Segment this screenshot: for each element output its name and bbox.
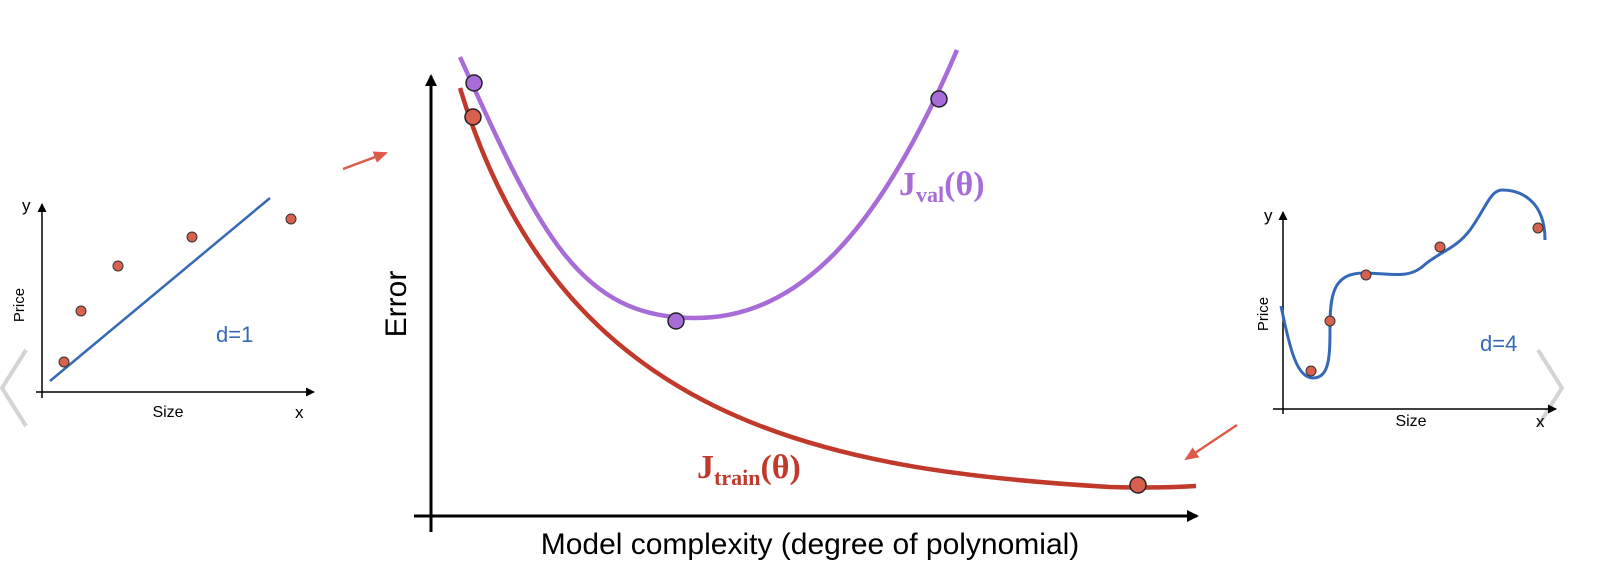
jtrain-curve <box>457 87 1197 490</box>
right-point <box>1324 315 1336 327</box>
left-x-char: x <box>295 403 304 422</box>
right-x-char: x <box>1536 412 1545 431</box>
right-point <box>1434 241 1446 253</box>
left-point <box>186 231 198 243</box>
jtrain-label-sub: train <box>714 465 760 490</box>
right-fit-label: d=4 <box>1480 331 1517 356</box>
right-x-label: Size <box>1395 413 1426 430</box>
jtrain-point <box>1129 476 1147 494</box>
left-plot: y x Price Size d=1 <box>11 196 315 422</box>
jval-label-sub: val <box>916 182 944 207</box>
right-y-label: Price <box>1255 297 1272 331</box>
main-chart: Error Model complexity (degree of polyno… <box>380 49 1199 561</box>
jval-label-suffix: (θ) <box>944 166 984 203</box>
left-fit-label: d=1 <box>216 322 253 347</box>
jtrain-label-suffix: (θ) <box>760 449 800 486</box>
left-point <box>58 356 70 368</box>
underfit-arrow <box>342 151 388 171</box>
right-y-char: y <box>1264 206 1273 225</box>
jval-point <box>465 74 483 92</box>
right-point <box>1532 222 1544 234</box>
right-plot: y x Price Size d=4 <box>1255 188 1557 431</box>
jtrain-label-main: J <box>697 449 714 486</box>
jtrain-point <box>464 108 482 126</box>
jval-point <box>667 312 685 330</box>
left-fit-line <box>49 197 271 382</box>
right-fit-curve <box>1279 188 1547 380</box>
right-point <box>1360 269 1372 281</box>
left-point <box>285 213 297 225</box>
main-y-label: Error <box>380 271 413 338</box>
left-y-label: Price <box>11 288 28 322</box>
jval-point <box>930 90 948 108</box>
jval-label-main: J <box>899 166 916 203</box>
chevron-right-icon[interactable] <box>1536 348 1565 428</box>
jval-label: Jval(θ) <box>899 166 985 207</box>
jtrain-label: Jtrain(θ) <box>697 449 801 490</box>
left-point <box>75 305 87 317</box>
left-x-label: Size <box>152 404 183 421</box>
chevron-left-icon[interactable] <box>0 348 28 428</box>
right-point <box>1305 365 1317 377</box>
left-point <box>112 260 124 272</box>
left-y-char: y <box>22 196 31 215</box>
main-x-label: Model complexity (degree of polynomial) <box>541 528 1080 561</box>
jval-curve <box>457 49 960 321</box>
overfit-arrow <box>1184 423 1238 461</box>
